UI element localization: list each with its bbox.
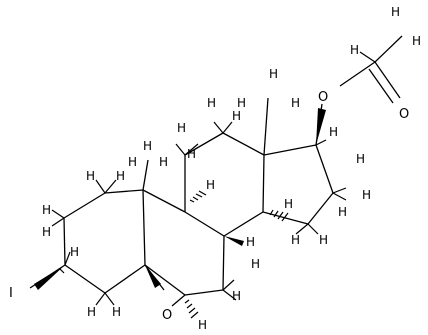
heteroatom-labels: O O O I: [9, 90, 409, 323]
hydrogen-label: H: [356, 152, 365, 166]
hydrogen-label: H: [284, 197, 293, 211]
hydrogen-label: H: [291, 233, 300, 247]
hydrogen-label: H: [391, 5, 400, 19]
hydrogen-label: H: [70, 245, 79, 259]
hydrogen-label: H: [159, 155, 168, 169]
hydrogen-label: H: [42, 225, 51, 239]
hydrogen-label: H: [187, 147, 196, 161]
hydrogen-label: H: [207, 96, 216, 110]
hydrogen-label: H: [329, 125, 338, 139]
hydrogen-label: H: [87, 305, 96, 319]
hydrogen-label: H: [232, 289, 241, 303]
hydrogen-label: H: [269, 67, 278, 81]
carbonyl-oxygen-label: O: [399, 107, 409, 122]
hydrogen-label: H: [177, 121, 186, 135]
hydrogen-label: H: [143, 139, 152, 153]
epoxide-oxygen-label: O: [162, 308, 172, 323]
hydrogen-labels: H H H H H H H H H H H H H H H H H H H H …: [42, 5, 421, 332]
hydrogen-label: H: [338, 205, 347, 219]
hydrogen-label: H: [206, 178, 215, 192]
hydrogen-label: H: [128, 155, 137, 169]
hydrogen-label: H: [319, 233, 328, 247]
hydrogen-label: H: [232, 109, 241, 123]
hydrogen-label: H: [246, 235, 255, 249]
hydrogen-label: H: [198, 318, 207, 332]
hydrogen-label: H: [86, 169, 95, 183]
hydrogen-label: H: [237, 96, 246, 110]
hashed-bonds: [59, 190, 289, 319]
hydrogen-label: H: [116, 169, 125, 183]
iodine-label: I: [9, 286, 13, 301]
hydrogen-label: H: [350, 43, 359, 57]
hydrogen-label: H: [412, 34, 421, 48]
hydrogen-label: H: [42, 203, 51, 217]
ring-bonds: [63, 132, 334, 307]
hydrogen-label: H: [112, 305, 121, 319]
ester-oxygen-label: O: [318, 90, 328, 105]
hydrogen-label: H: [291, 96, 300, 110]
hydrogen-label: H: [362, 188, 371, 202]
hydrogen-label: H: [251, 257, 260, 271]
wedge-bonds: [34, 108, 326, 290]
